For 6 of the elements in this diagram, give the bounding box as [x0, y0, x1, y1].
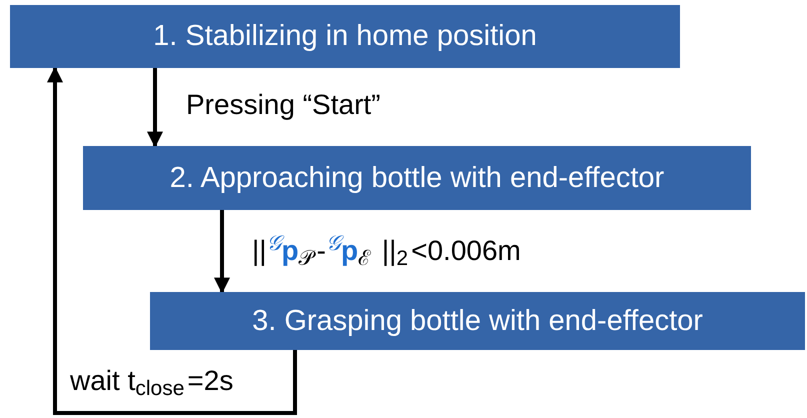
- arrow: [47, 66, 297, 415]
- process-box: 2. Approaching bottle with end-effector: [83, 146, 751, 210]
- process-box: 3. Grasping bottle with end-effector: [150, 292, 805, 350]
- arrow: [147, 68, 163, 148]
- arrow: [214, 210, 230, 294]
- process-box: 1. Stabilizing in home position: [10, 5, 680, 68]
